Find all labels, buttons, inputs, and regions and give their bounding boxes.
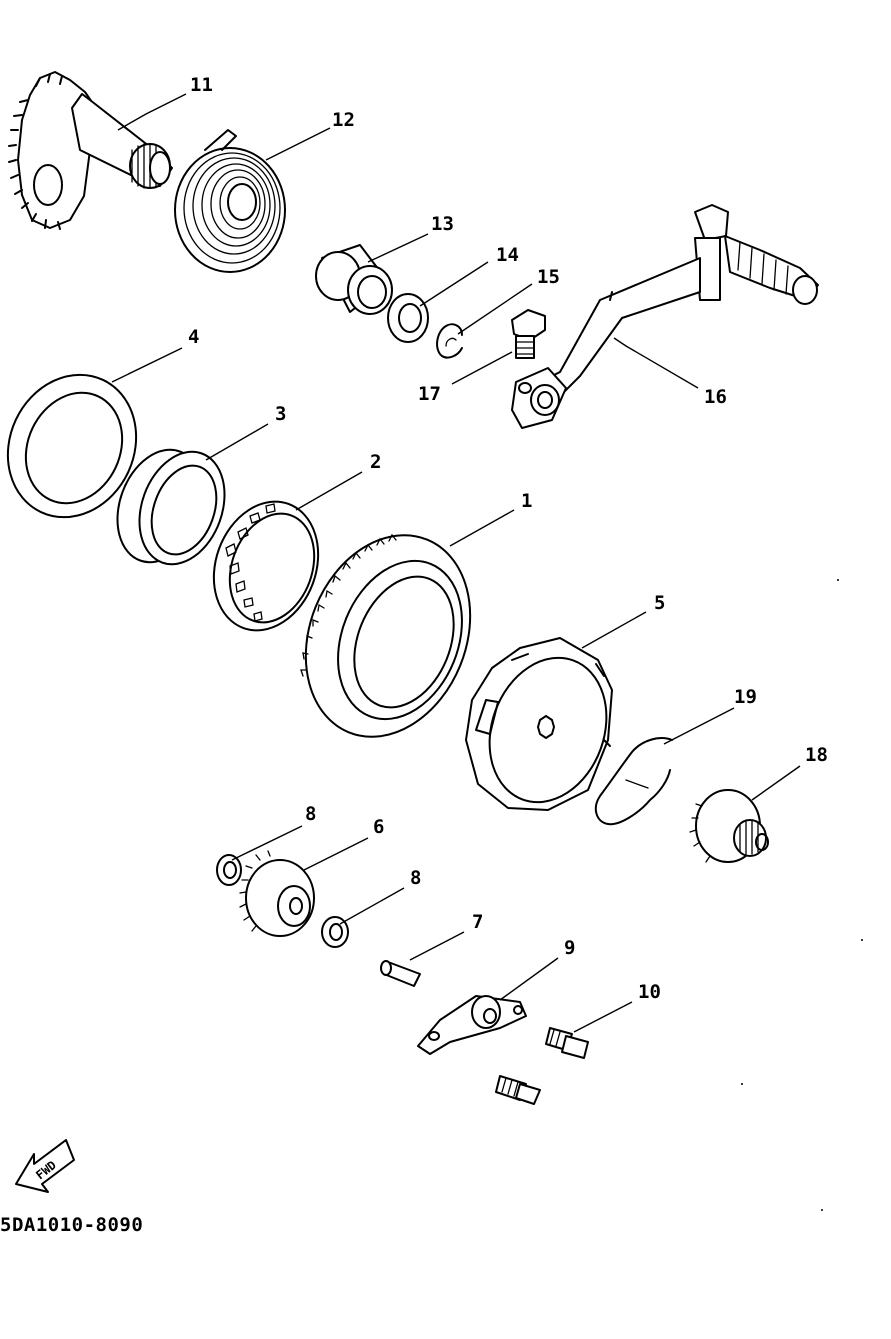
callout-12: 12: [332, 109, 355, 131]
part-18-drive-gear: [689, 789, 769, 863]
callout-14: 14: [496, 244, 519, 266]
callout-16: 16: [704, 386, 727, 408]
callout-7: 7: [472, 911, 483, 933]
part-3-bushing: [116, 448, 226, 566]
callout-labels: 11 12 13 14 15 16 17 4 3 2 1 5 19 18 8 6…: [188, 74, 828, 1003]
part-11-kick-shaft: [8, 71, 173, 230]
screw-lower: [495, 1075, 541, 1105]
scan-dots: [741, 579, 863, 1211]
part-15-circlip: [436, 323, 463, 359]
part-1-gear-wheel: [300, 533, 472, 738]
part-4-ring: [6, 373, 138, 519]
part-17-bolt: [511, 309, 546, 359]
part-8-washer-lower: [321, 916, 349, 948]
callout-2: 2: [370, 451, 381, 473]
part-14-washer: [387, 293, 429, 343]
part-7-pin: [380, 960, 421, 987]
callout-9: 9: [564, 937, 575, 959]
part-16-kick-lever: [511, 204, 819, 429]
part-5-plate: [465, 637, 613, 811]
callout-19: 19: [734, 686, 757, 708]
callout-6: 6: [373, 816, 384, 838]
callout-15: 15: [537, 266, 560, 288]
callout-13: 13: [431, 213, 454, 235]
part-9-bracket: [417, 995, 527, 1055]
callout-5: 5: [654, 592, 665, 614]
part-6-idler-gear: [239, 850, 315, 937]
callout-3: 3: [275, 403, 286, 425]
leader-lines: [111, 93, 801, 1033]
part-8-washer-upper: [216, 854, 242, 886]
callout-8-upper: 8: [305, 803, 316, 825]
callout-18: 18: [805, 744, 828, 766]
part-19-clip: [594, 737, 673, 826]
part-2-bearing: [212, 500, 320, 632]
callout-10: 10: [638, 981, 661, 1003]
part-13-collar: [315, 244, 393, 315]
diagram-code: 5DA1010-8090: [0, 1214, 144, 1236]
part-10-bolt: [545, 1027, 589, 1059]
fwd-arrow-icon: FWD: [15, 1139, 75, 1193]
callout-11: 11: [190, 74, 213, 96]
callout-4: 4: [188, 326, 199, 348]
callout-1: 1: [521, 490, 532, 512]
callout-8-lower: 8: [410, 867, 421, 889]
part-12-spring: [174, 129, 286, 273]
callout-17: 17: [418, 383, 441, 405]
